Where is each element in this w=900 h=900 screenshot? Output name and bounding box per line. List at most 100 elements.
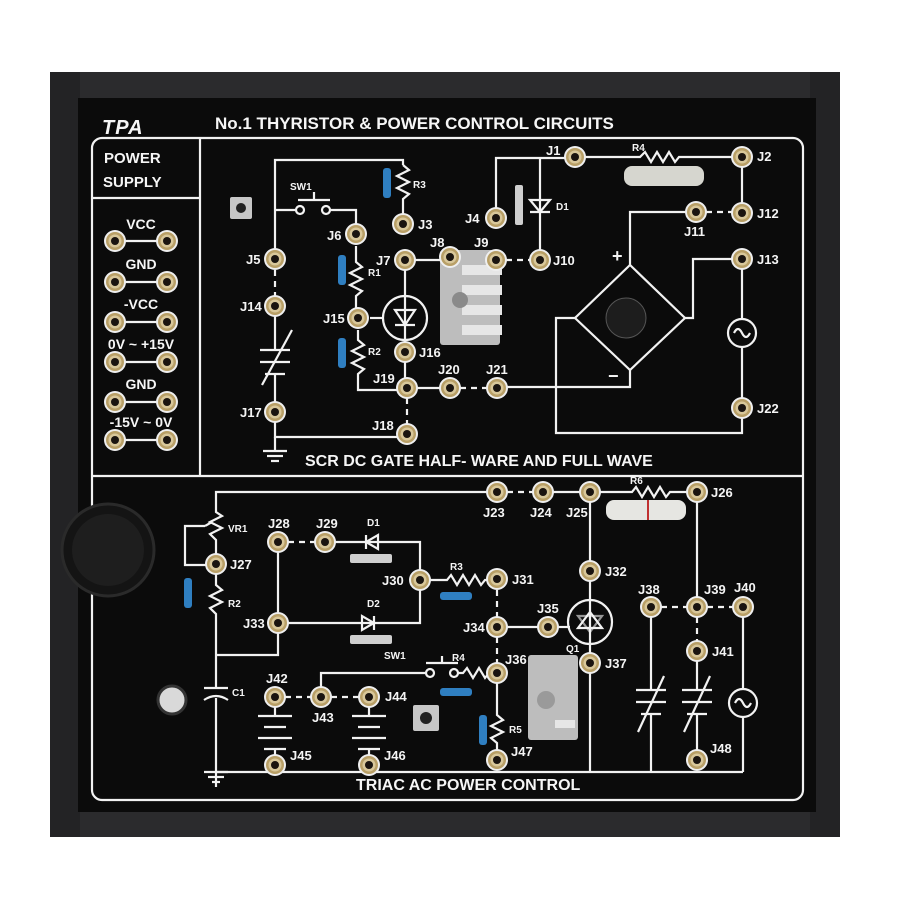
jack-label: J28 (268, 516, 290, 531)
jack-j30[interactable] (409, 569, 431, 591)
jack-j20[interactable] (439, 377, 461, 399)
jack-label: J48 (710, 741, 732, 756)
jack-neg15-1[interactable] (104, 429, 126, 451)
jack-vcc-2[interactable] (156, 230, 178, 252)
jack-j7[interactable] (394, 249, 416, 271)
r4-label: R4 (452, 653, 465, 664)
resistor-r4-part (440, 688, 472, 696)
jack-j3[interactable] (392, 213, 414, 235)
jack-j28[interactable] (267, 531, 289, 553)
jack-gnd2-2[interactable] (156, 391, 178, 413)
bottom-jacks: J23 J24 J25 J26 J27 J28 J29 J30 J31 J32 … (205, 481, 756, 776)
jack-j34[interactable] (486, 616, 508, 638)
r1-label: R1 (368, 268, 381, 279)
jack-gnd2-1[interactable] (104, 391, 126, 413)
rail-label-neg15-0v: -15V ~ 0V (110, 414, 173, 430)
jack-label: J30 (382, 573, 404, 588)
jack-j31[interactable] (486, 568, 508, 590)
jack-j41[interactable] (686, 640, 708, 662)
jack-j39[interactable] (686, 596, 708, 618)
jack-j17[interactable] (264, 401, 286, 423)
resistor-r1-part (338, 255, 346, 285)
jack-j37[interactable] (579, 652, 601, 674)
jack-j6[interactable] (345, 223, 367, 245)
jack-neg15-2[interactable] (156, 429, 178, 451)
rail-label-vcc: VCC (126, 216, 156, 232)
rail-label-0-15v: 0V ~ +15V (108, 336, 175, 352)
sw1-label: SW1 (384, 651, 406, 662)
jack-label: J10 (553, 253, 575, 268)
jack-j15[interactable] (347, 307, 369, 329)
jack-0-15v-2[interactable] (156, 351, 178, 373)
jack-j14[interactable] (264, 295, 286, 317)
power-resistor-r6-part (606, 500, 686, 520)
jack-j38[interactable] (640, 596, 662, 618)
jack-j12[interactable] (731, 202, 753, 224)
jack-label: J26 (711, 485, 733, 500)
jack-label: J32 (605, 564, 627, 579)
jack-j45[interactable] (264, 754, 286, 776)
jack-label: J15 (323, 311, 345, 326)
jack-label: J24 (530, 505, 552, 520)
jack-j47[interactable] (486, 749, 508, 771)
bridge-minus-label: − (608, 366, 619, 386)
jack-j40[interactable] (732, 596, 754, 618)
jack-j33[interactable] (267, 612, 289, 634)
jack-j48[interactable] (686, 749, 708, 771)
jack-label: J35 (537, 601, 559, 616)
jack-j10[interactable] (529, 249, 551, 271)
jack-j43[interactable] (310, 686, 332, 708)
bridge-rectifier-part (605, 297, 647, 339)
resistor-r5-part (479, 715, 487, 745)
jack-neg-vcc-1[interactable] (104, 311, 126, 333)
jack-label: J8 (430, 235, 444, 250)
jack-j32[interactable] (579, 560, 601, 582)
jack-j46[interactable] (358, 754, 380, 776)
jack-j29[interactable] (314, 531, 336, 553)
jack-j16[interactable] (394, 341, 416, 363)
potentiometer-knob[interactable] (60, 502, 156, 598)
r5-label: R5 (509, 725, 522, 736)
bottom-section-title: TRIAC AC POWER CONTROL (356, 777, 581, 794)
jack-label: J40 (734, 580, 756, 595)
jack-j2[interactable] (731, 146, 753, 168)
power-supply-heading: POWER (104, 150, 161, 167)
jack-j44[interactable] (358, 686, 380, 708)
jack-j21[interactable] (486, 377, 508, 399)
jack-j5[interactable] (264, 248, 286, 270)
jack-label: J1 (546, 143, 560, 158)
jack-j26[interactable] (686, 481, 708, 503)
jack-j11[interactable] (685, 201, 707, 223)
jack-j9[interactable] (485, 249, 507, 271)
jack-j18[interactable] (396, 423, 418, 445)
r3-label: R3 (450, 562, 463, 573)
jack-label: J44 (385, 689, 407, 704)
jack-j22[interactable] (731, 397, 753, 419)
sw1-label: SW1 (290, 182, 312, 193)
jack-gnd-2[interactable] (156, 271, 178, 293)
jack-j35[interactable] (537, 616, 559, 638)
jack-0-15v-1[interactable] (104, 351, 126, 373)
jack-j1[interactable] (564, 146, 586, 168)
jack-label: J11 (684, 224, 705, 239)
jack-gnd-1[interactable] (104, 271, 126, 293)
jack-j13[interactable] (731, 248, 753, 270)
jack-j24[interactable] (532, 481, 554, 503)
jack-j19[interactable] (396, 377, 418, 399)
jack-neg-vcc-2[interactable] (156, 311, 178, 333)
jack-label: J17 (240, 405, 262, 420)
jack-label: J43 (312, 710, 334, 725)
jack-j4[interactable] (485, 207, 507, 229)
jack-j25[interactable] (579, 481, 601, 503)
q1-label: Q1 (566, 644, 580, 655)
scr-heatsink (440, 250, 502, 345)
jack-j23[interactable] (486, 481, 508, 503)
jack-label: J20 (438, 362, 460, 377)
r4-label: R4 (632, 143, 645, 154)
jack-j27[interactable] (205, 553, 227, 575)
jack-j42[interactable] (264, 686, 286, 708)
jack-label: J36 (505, 652, 527, 667)
jack-vcc-1[interactable] (104, 230, 126, 252)
resistor-r3-part (440, 592, 472, 600)
